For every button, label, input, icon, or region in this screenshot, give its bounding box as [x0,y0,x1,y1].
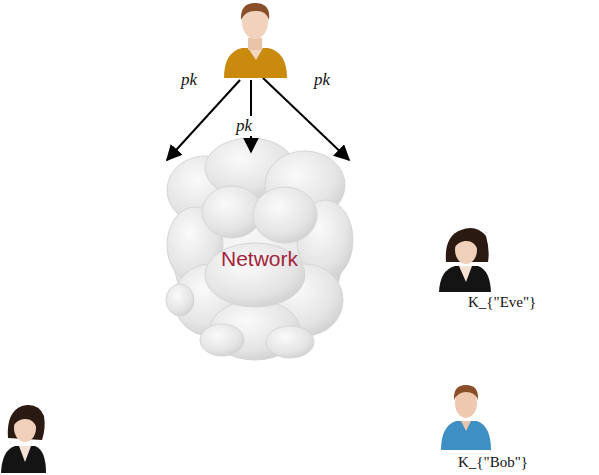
alice-figure [1,405,46,473]
key-label: K_{"Bob"} [458,454,528,471]
arrow-label: pk [235,116,253,136]
node-text: Network [221,247,298,271]
arrow-label: pk [313,70,331,90]
arrow-label: pk [180,70,198,90]
key-label: K_{"Eve"} [468,294,536,311]
sender-figure [224,3,287,78]
network-cloud [166,138,353,360]
cloud-node: Network [221,247,298,271]
pk-arrows [167,78,349,160]
bob-figure [441,385,491,450]
eve-figure [439,228,491,292]
